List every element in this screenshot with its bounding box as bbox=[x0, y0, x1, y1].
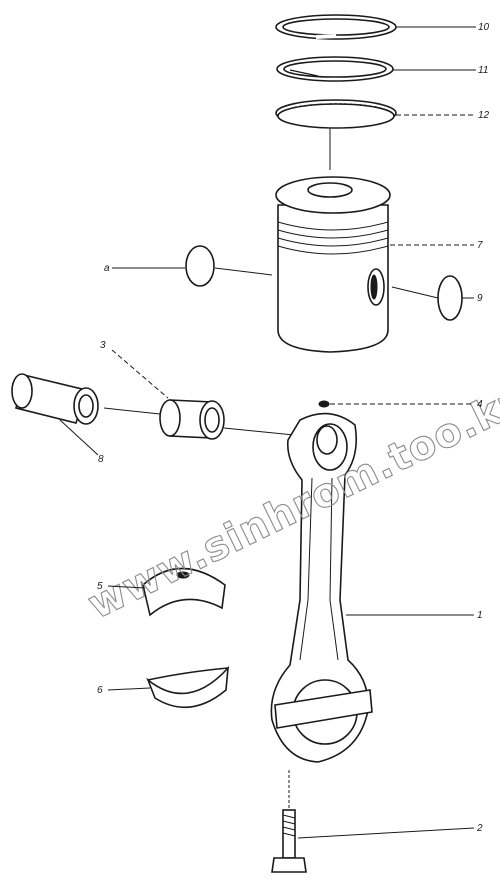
leader-5 bbox=[107, 585, 146, 589]
callout-5: 5 bbox=[97, 581, 103, 592]
callout-11: 11 bbox=[478, 65, 488, 76]
callout-1: 1 bbox=[477, 610, 483, 621]
leader-2 bbox=[297, 827, 475, 839]
piston-ring-top bbox=[275, 14, 397, 40]
bearing-shell-lower bbox=[146, 665, 230, 709]
callout-8: 8 bbox=[98, 454, 104, 465]
piston-ring-second bbox=[276, 56, 394, 82]
callout-a: a bbox=[104, 263, 110, 274]
callout-4: 4 bbox=[477, 399, 483, 410]
callout-3: 3 bbox=[100, 340, 106, 351]
callout-9: 9 bbox=[477, 293, 483, 304]
piston-pin bbox=[11, 373, 99, 425]
leader-8 bbox=[59, 419, 99, 456]
callout-10: 10 bbox=[478, 22, 490, 33]
rod-bolt bbox=[271, 809, 307, 873]
small-end-bushing bbox=[159, 399, 225, 440]
leader-3 bbox=[111, 349, 169, 399]
piston bbox=[275, 176, 391, 353]
watermark-text: www.sinhrom.too.kz bbox=[81, 377, 500, 628]
callout-2: 2 bbox=[476, 823, 483, 834]
piston-ring-oil bbox=[275, 99, 397, 129]
connecting-rod bbox=[270, 400, 373, 763]
circlip-right bbox=[437, 275, 463, 321]
bearing-shell-upper bbox=[142, 567, 226, 617]
callout-7: 7 bbox=[477, 240, 483, 251]
circlip-left bbox=[185, 245, 215, 287]
callout-6: 6 bbox=[97, 685, 103, 696]
leader-6 bbox=[107, 687, 151, 691]
callout-12: 12 bbox=[478, 110, 490, 121]
